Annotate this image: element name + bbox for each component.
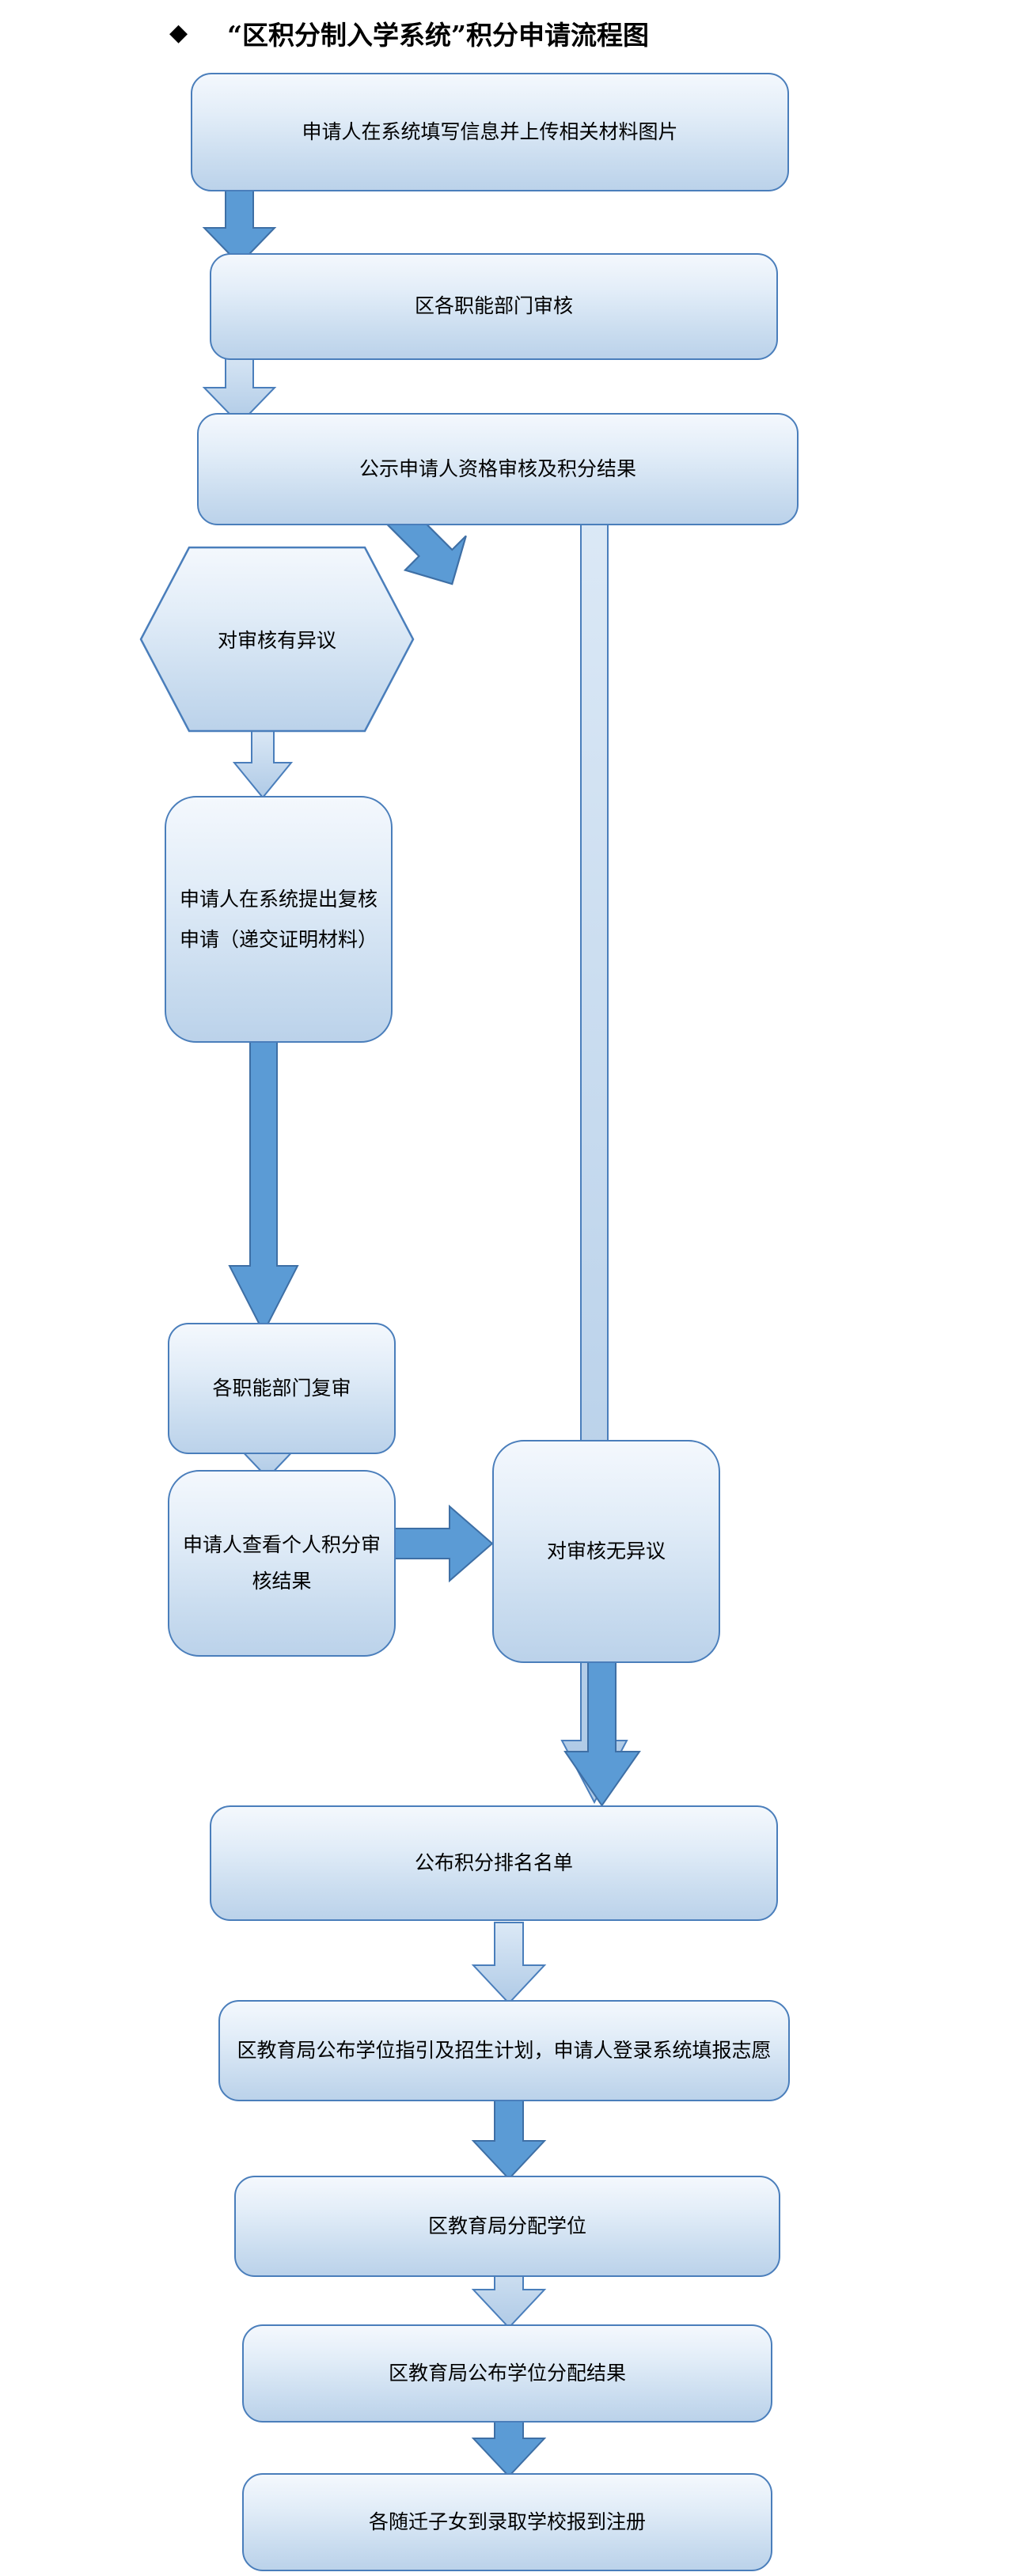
node-publish-rank-label: 公布积分排名名单 bbox=[414, 1851, 573, 1874]
node-recheck-apply-label: 申请人在系统提出复核申请（递交证明材料） bbox=[179, 887, 378, 951]
node-publish-alloc[interactable]: 区教育局公布学位分配结果 bbox=[242, 2324, 772, 2423]
arrow-publish-rank-to-seat-guide bbox=[471, 1922, 547, 2005]
arrow-has-objection-to-recheck-apply bbox=[231, 727, 294, 799]
node-publicize-label: 公示申请人资格审核及积分结果 bbox=[359, 456, 636, 480]
node-apply[interactable]: 申请人在系统填写信息并上传相关材料图片 bbox=[191, 73, 789, 191]
node-seat-guide-label: 区教育局公布学位指引及招生计划，申请人登录系统填报志愿 bbox=[237, 2038, 772, 2062]
arrow-no-objection-to-publish-rank bbox=[563, 1651, 643, 1807]
node-dept-review-label: 区各职能部门审核 bbox=[414, 294, 573, 318]
node-dept-recheck[interactable]: 各职能部门复审 bbox=[168, 1323, 396, 1454]
page-title: ◆ “区积分制入学系统”积分申请流程图 bbox=[0, 11, 1013, 55]
arrow-view-result-to-no-objection bbox=[389, 1503, 494, 1584]
node-dept-review[interactable]: 区各职能部门审核 bbox=[210, 253, 778, 360]
arrow-apply-to-dept-review bbox=[202, 186, 277, 266]
node-publish-alloc-label: 区教育局公布学位分配结果 bbox=[388, 2361, 626, 2385]
node-view-result-label: 申请人查看个人积分审核结果 bbox=[182, 1532, 381, 1593]
diamond-bullet-icon: ◆ bbox=[169, 19, 188, 47]
node-publicize[interactable]: 公示申请人资格审核及积分结果 bbox=[197, 413, 799, 525]
node-register[interactable]: 各随迁子女到录取学校报到注册 bbox=[242, 2473, 772, 2571]
page-title-text: “区积分制入学系统”积分申请流程图 bbox=[227, 20, 650, 51]
node-apply-label: 申请人在系统填写信息并上传相关材料图片 bbox=[302, 119, 678, 143]
node-dept-recheck-label: 各职能部门复审 bbox=[212, 1376, 351, 1400]
arrow-seat-guide-to-allocate-seat bbox=[471, 2097, 547, 2180]
node-allocate-seat[interactable]: 区教育局分配学位 bbox=[234, 2176, 780, 2277]
node-register-label: 各随迁子女到录取学校报到注册 bbox=[368, 2510, 646, 2533]
node-publish-rank[interactable]: 公布积分排名名单 bbox=[210, 1805, 778, 1921]
node-allocate-seat-label: 区教育局分配学位 bbox=[427, 2214, 586, 2237]
node-seat-guide[interactable]: 区教育局公布学位指引及招生计划，申请人登录系统填报志愿 bbox=[218, 2000, 790, 2101]
node-view-result[interactable]: 申请人查看个人积分审核结果 bbox=[168, 1470, 396, 1657]
arrow-recheck-apply-to-dept-recheck bbox=[228, 1028, 301, 1335]
node-no-objection-label: 对审核无异议 bbox=[546, 1539, 666, 1563]
node-has-objection-label: 对审核有异议 bbox=[217, 629, 336, 652]
node-recheck-apply[interactable]: 申请人在系统提出复核申请（递交证明材料） bbox=[165, 796, 393, 1043]
node-has-objection[interactable]: 对审核有异议 bbox=[139, 546, 415, 733]
node-no-objection[interactable]: 对审核无异议 bbox=[492, 1440, 720, 1663]
